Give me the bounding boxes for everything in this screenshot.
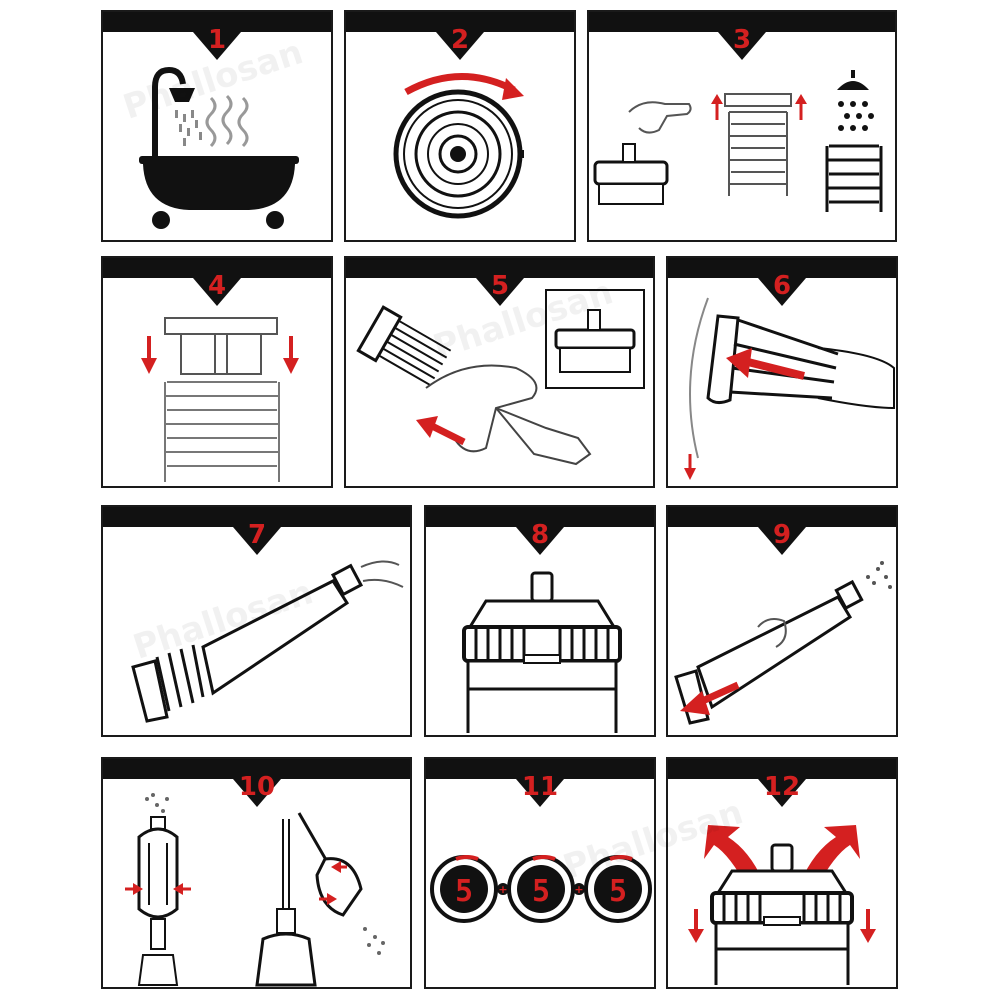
valve-cap-icon: 8 <box>426 507 654 733</box>
position-device-icon: 6 <box>668 258 896 480</box>
timer-digit: 5 <box>609 874 627 909</box>
step-6-panel: 6 <box>666 256 898 488</box>
step-number: 8 <box>531 520 549 550</box>
timer-digit: 5 <box>455 874 473 909</box>
step-number: 12 <box>764 772 800 802</box>
step-3-panel: 3 <box>587 10 897 242</box>
rotate-valve-icon: 2 <box>346 12 574 219</box>
step-5-panel: 5 <box>344 256 655 488</box>
timer-3: 5 <box>584 855 652 923</box>
step-12-panel: 12 <box>666 757 898 989</box>
step-1-panel: 1 <box>101 10 333 242</box>
step-11-panel: 11 5 + 5 + 5 <box>424 757 656 989</box>
svg-text:+: + <box>574 883 583 896</box>
step-number: 2 <box>451 25 469 55</box>
timer-digit: 5 <box>532 874 550 909</box>
svg-text:+: + <box>498 883 507 896</box>
step-number: 11 <box>522 772 558 802</box>
step-number: 6 <box>773 271 791 301</box>
step-10-panel: 10 <box>101 757 412 989</box>
step-number: 5 <box>491 271 509 301</box>
step-number: 1 <box>208 25 226 55</box>
remove-gaiter-rinse-icon: 3 <box>589 12 895 212</box>
step-8-panel: 8 <box>424 505 656 737</box>
step-number: 4 <box>208 271 226 301</box>
hold-cylinder-icon: 7 <box>103 507 410 723</box>
timer-1: 5 <box>430 855 498 923</box>
timer-5-icon: 11 5 + 5 + 5 <box>426 759 654 923</box>
step-7-panel: 7 <box>101 505 412 737</box>
remove-cap-icon: 12 <box>668 759 896 985</box>
bathtub-shower-icon: 1 <box>103 12 331 229</box>
step-4-panel: 4 <box>101 256 333 488</box>
pump-bulb-icon: 10 <box>103 759 410 987</box>
step-9-panel: 9 <box>666 505 898 737</box>
refit-gaiter-icon: 4 <box>103 258 331 482</box>
step-number: 9 <box>773 520 791 550</box>
step-number: 7 <box>248 520 266 550</box>
step-number: 10 <box>239 772 275 802</box>
step-2-panel: 2 <box>344 10 576 242</box>
step-number: 3 <box>733 25 751 55</box>
release-water-icon: 9 <box>668 507 896 725</box>
insert-into-cylinder-icon: 5 <box>346 258 653 466</box>
timer-2: 5 <box>507 855 575 923</box>
